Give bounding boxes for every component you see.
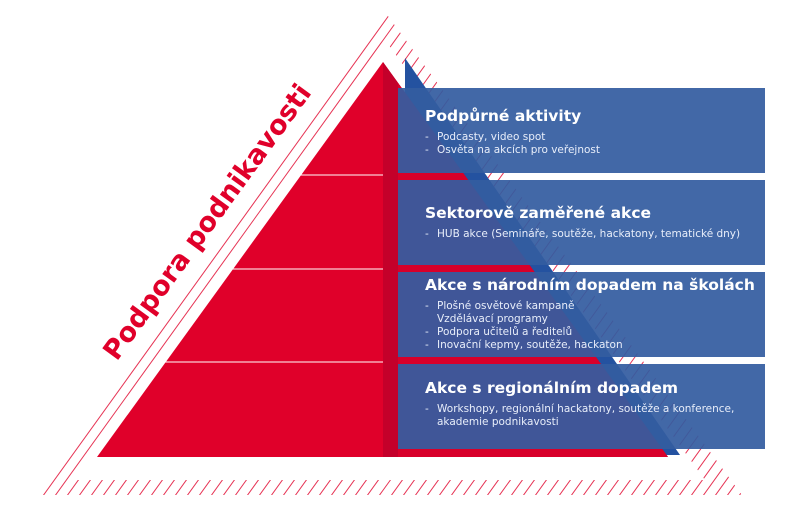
level-box-3: Akce s národním dopadem na školách Plošn… <box>398 272 765 357</box>
level-item: Plošné osvětové kampaně <box>425 300 765 313</box>
level-item: Vzdělávací programy <box>437 313 548 325</box>
level-item: HUB akce (Semináře, soutěže, hackatony, … <box>425 228 765 241</box>
level-item: Podcasty, video spot <box>425 131 765 144</box>
level-title: Podpůrné aktivity <box>425 107 582 125</box>
level-title: Akce s regionálním dopadem <box>425 379 678 397</box>
level-item: Inovační kepmy, soutěže, hackaton <box>425 339 765 352</box>
level-item: Podpora učitelů a ředitelů <box>425 326 765 339</box>
level-box-4: Akce s regionálním dopadem Workshopy, re… <box>398 364 765 449</box>
level-item: Osvěta na akcích pro veřejnost <box>425 144 765 157</box>
level-item: akademie podnikavosti <box>437 416 559 428</box>
level-item: Workshopy, regionální hackatony, soutěže… <box>425 403 765 416</box>
level-dividers <box>165 174 383 363</box>
level-title: Akce s národním dopadem na školách <box>425 276 755 294</box>
level-title: Sektorově zaměřené akce <box>425 204 652 222</box>
level-box-1: Podpůrné aktivity Podcasty, video spotOs… <box>398 88 765 173</box>
level-box-2: Sektorově zaměřené akce HUB akce (Seminá… <box>398 180 765 265</box>
